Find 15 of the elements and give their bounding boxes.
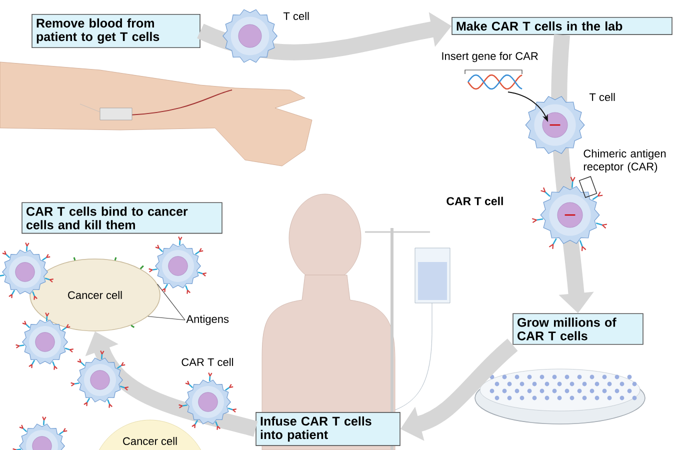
step-box: Remove blood from patient to get T cells [32,14,200,48]
cell-label: CAR T cell [182,358,234,366]
cell-label: Chimeric antigen receptor (CAR) [584,149,666,173]
step-box: Infuse CAR T cells into patient [256,412,400,446]
antigens-label: Antigens [186,314,229,326]
step-box: Grow millions of CAR T cells [512,313,644,345]
cancer-cell-drawing: Cancer cell [92,420,208,450]
cancer-cell-drawing: Cancer cell [30,258,160,332]
step-box: CAR T cells bind to cancer cells and kill them [22,202,222,234]
step-box: Make CAR T cells in the lab [452,17,672,35]
leader-line [148,316,186,320]
cell-label: Insert gene for CAR [442,52,538,62]
cell-label: T cell [589,92,615,102]
cell-label: CAR T cell [446,196,503,206]
cell-label: T cell [283,12,309,20]
